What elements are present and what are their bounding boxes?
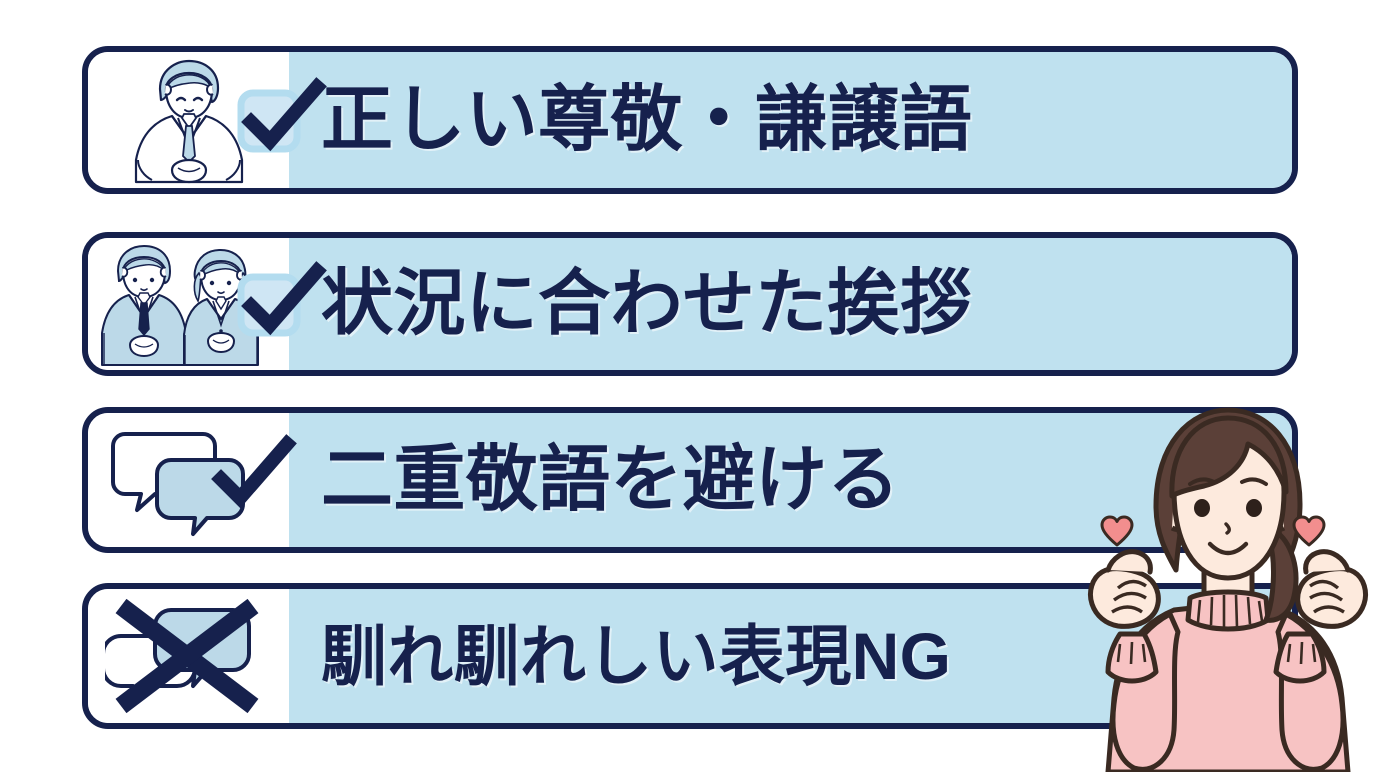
speech-bubble-front-icon [154,458,245,536]
bowing-businessman-icon [134,59,243,184]
speech-bubbles-crossed-icon [104,598,258,714]
cross-stroke-2 [115,598,258,714]
checklist-card-3[interactable]: 二重敬語を避ける [82,407,1298,553]
card-2-icon-panel [88,238,327,370]
checklist-card-4[interactable]: 馴れ馴れしい表現NG [82,583,1298,729]
card-3-label: 二重敬語を避ける [321,440,900,520]
card-1-label: 正しい尊敬・謙譲語 [321,80,973,160]
card-2-label: 状況に合わせた挨拶 [321,264,973,344]
card-3-icon-panel [88,413,297,547]
card-4-label: 馴れ馴れしい表現NG [321,619,952,693]
hand-right-finger-heart [1295,549,1369,629]
card-4-body: 馴れ馴れしい表現NG [289,589,1292,723]
speech-bubbles-icon [110,432,245,536]
card-3-body: 二重敬語を避ける [289,413,1292,547]
card-2-body: 状況に合わせた挨拶 [289,238,1292,370]
card-1-icon-panel [88,52,327,188]
card-4-icon-panel [88,589,289,723]
checklist-card-2[interactable]: 状況に合わせた挨拶 [82,232,1298,376]
checklist-card-1[interactable]: 正しい尊敬・謙譲語 [82,46,1298,194]
card-1-body: 正しい尊敬・謙譲語 [289,52,1292,188]
bowing-pair-icon [100,244,259,366]
